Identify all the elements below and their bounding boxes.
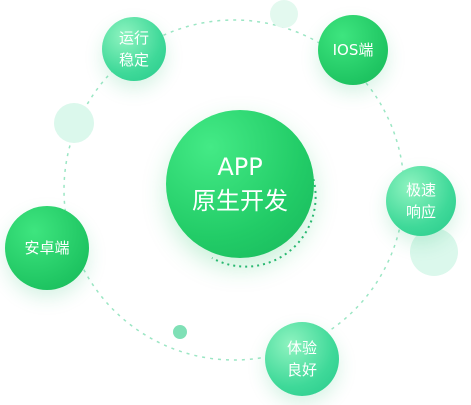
node-speed: 极速 响应 (386, 166, 456, 236)
node-ux-line2: 良好 (286, 361, 317, 379)
center-node: APP 原生开发 (166, 110, 314, 258)
node-stable-line2: 稳定 (118, 51, 149, 69)
node-stable-line1: 运行 (118, 29, 149, 47)
decor-dot (54, 103, 94, 143)
node-android-label: 安卓端 (24, 239, 70, 257)
node-ios: IOS端 (318, 15, 388, 85)
center-dotted-arc (211, 147, 317, 268)
node-speed-line2: 响应 (405, 203, 436, 221)
decor-dot (410, 228, 458, 276)
center-title: APP (217, 153, 263, 181)
node-ux: 体验 良好 (265, 322, 339, 396)
node-ux-line1: 体验 (286, 339, 317, 357)
node-ios-label: IOS端 (332, 41, 374, 59)
decor-dot (270, 0, 298, 28)
node-speed-line1: 极速 (405, 181, 436, 199)
decor-dot (173, 325, 187, 339)
node-android: 安卓端 (5, 206, 89, 290)
center-subtitle: 原生开发 (192, 187, 288, 215)
node-stable: 运行 稳定 (102, 17, 166, 81)
